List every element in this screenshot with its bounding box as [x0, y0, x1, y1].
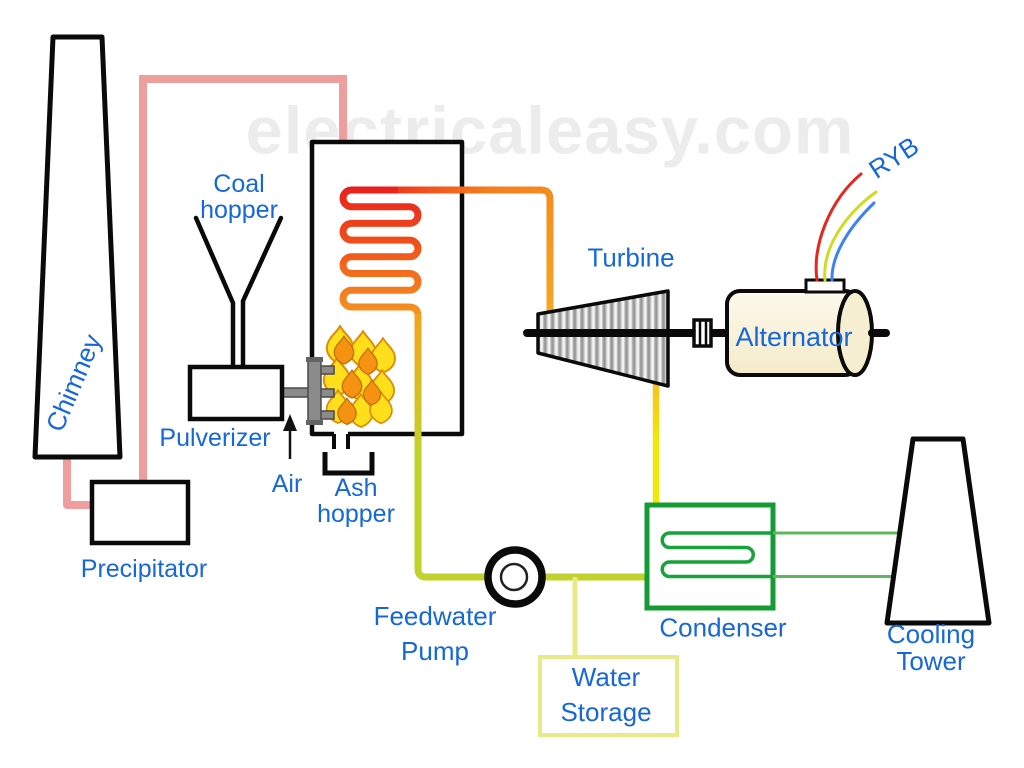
boiler-steam-coil — [339, 186, 422, 324]
alternator-label: Alternator — [735, 321, 853, 352]
terminal-box — [804, 278, 846, 294]
condenser-coil — [660, 531, 771, 579]
burner-assembly — [279, 357, 335, 425]
pulverizer-label: Pulverizer — [159, 424, 271, 452]
coal-hopper-shape — [193, 215, 284, 370]
wire-blue — [830, 201, 876, 282]
steam-pipe — [398, 186, 554, 314]
flue-gas-pipe-to-chimney — [63, 448, 99, 509]
water-storage-shape — [538, 655, 679, 737]
feedwater-pump-shape — [484, 546, 546, 608]
air-label: Air — [271, 470, 303, 498]
precipitator-label: Precipitator — [80, 555, 208, 583]
ash-hopper-label: Ash hopper — [317, 474, 395, 528]
wire-red — [814, 172, 863, 282]
feedwater-pump-label: Feedwater Pump — [373, 601, 497, 666]
wire-yellow — [823, 190, 878, 282]
chimney-shape — [32, 34, 123, 460]
cooling-water-pipes — [773, 531, 901, 578]
turbine-shape — [536, 289, 670, 388]
cooling-tower-label: Cooling Tower — [886, 618, 976, 676]
pulverizer-shape — [187, 364, 285, 422]
air-arrow — [283, 414, 297, 459]
water-storage-label: Water Storage — [560, 662, 652, 727]
cooling-tower-shape — [884, 436, 992, 626]
precipitator-shape — [89, 479, 191, 546]
shaft-coupling — [692, 318, 713, 348]
condenser-label: Condenser — [659, 612, 787, 643]
turbine-label: Turbine — [587, 242, 675, 273]
coal-hopper-label: Coal hopper — [200, 170, 278, 224]
alternator-shape — [725, 278, 890, 377]
boiler-ash-notch — [332, 434, 350, 449]
feedwater-pipe — [414, 314, 650, 581]
flue-gas-pipe — [139, 75, 347, 484]
ash-hopper-shape — [322, 452, 375, 476]
ryb-wires — [814, 172, 878, 282]
